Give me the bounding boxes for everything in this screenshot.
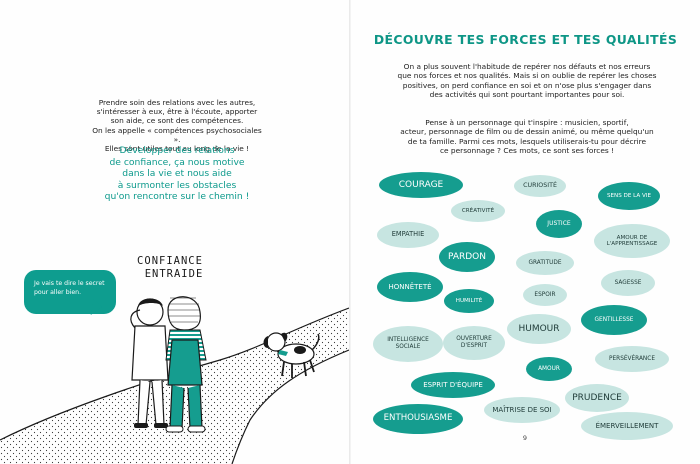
paragraph-2: Pense à un personnage qui t'inspire : mu… — [377, 118, 677, 156]
quality-humour: HUMOUR — [507, 314, 571, 344]
illustration-title: CONFIANCE ENTRAIDE — [120, 255, 220, 281]
paragraph-line: positives, on perd confiance en soi et o… — [402, 80, 652, 90]
paragraph-line: On a plus souvent l'habitude de repérer … — [403, 62, 651, 71]
children-and-dog-illustration — [0, 296, 349, 464]
intro-line: s'intéresser à eux, être à l'écoute, app… — [96, 107, 258, 117]
girl-figure — [165, 296, 207, 433]
quality-sens-de-la-vie: SENS DE LA VIE — [598, 182, 660, 210]
quality-enthousiasme: ENTHOUSIASME — [373, 404, 463, 434]
paragraph-line: de ta famille. Parmi ces mots, lesquels … — [407, 136, 647, 146]
quality-espoir: ESPOIR — [523, 284, 567, 306]
intro-line: Elles sont utiles tout au long de la vie… — [104, 144, 250, 154]
quality-amour: AMOUR — [526, 357, 572, 381]
highlight-text: Développer des relations de confiance, ç… — [82, 145, 272, 203]
paragraph-1: On a plus souvent l'habitude de repérer … — [377, 62, 677, 100]
quality-sagesse: SAGESSE — [601, 270, 655, 296]
page-number: 9 — [522, 434, 528, 442]
paragraph-line: que nos forces et nos qualités. Mais si … — [397, 71, 657, 81]
quality-curiosite: CURIOSITÉ — [514, 175, 566, 197]
quality-gratitude: GRATITUDE — [516, 251, 574, 275]
right-page: DÉCOUVRE TES FORCES ET TES QUALITÉS On a… — [351, 0, 700, 464]
quality-humilite: HUMILITÉ — [444, 289, 494, 313]
quality-creativite: CRÉATIVITÉ — [451, 200, 505, 222]
quality-justice: JUSTICE — [536, 210, 582, 238]
quality-perseverance: PERSÉVÉRANCE — [595, 346, 669, 372]
quality-emerveillement: ÉMERVEILLEMENT — [581, 412, 673, 440]
illustration-title-entraide: ENTRAIDE — [144, 268, 204, 280]
quality-pardon: PARDON — [439, 242, 495, 272]
boy-figure — [130, 298, 169, 428]
quality-empathie: EMPATHIE — [377, 222, 439, 248]
intro-line: son aide, ce sont des compétences. — [110, 116, 244, 126]
highlight-line: de confiance, ça nous motive — [109, 156, 245, 168]
dog-figure — [263, 332, 320, 378]
paragraph-line: ce personnage ? Ces mots, ce sont ses fo… — [439, 146, 615, 156]
quality-gentillesse: GENTILLESSE — [581, 305, 647, 335]
left-page: Prendre soin des relations avec les autr… — [0, 0, 349, 464]
speech-bubble-line: pour aller bien. — [34, 289, 82, 296]
speech-bubble-line: Je vais te dire le secret — [34, 280, 105, 287]
quality-maitrise-de-soi: MAÎTRISE DE SOI — [484, 397, 560, 423]
highlight-line: dans la vie et nous aide — [122, 168, 232, 180]
quality-prudence: PRUDENCE — [565, 384, 629, 412]
paragraph-line: des activités qui sont pourtant importan… — [429, 90, 625, 100]
intro-line: Prendre soin des relations avec les autr… — [98, 98, 256, 107]
book-gutter — [349, 0, 351, 464]
page-title: DÉCOUVRE TES FORCES ET TES QUALITÉS — [373, 32, 678, 47]
quality-esprit-equipe: ESPRIT D'ÉQUIPE — [411, 372, 495, 398]
quality-honnetete: HONNÊTETÉ — [377, 272, 443, 302]
highlight-line: Développer des relations — [119, 145, 235, 156]
intro-text: Prendre soin des relations avec les autr… — [88, 98, 266, 153]
paragraph-line: Pense à un personnage qui t'inspire : mu… — [425, 118, 629, 127]
paragraph-line: acteur, personnage de film ou de dessin … — [400, 127, 654, 137]
intro-line: On les appelle « compétences psychosocia… — [92, 125, 262, 144]
illustration-title-confiance: CONFIANCE — [137, 255, 203, 267]
highlight-line: qu'on rencontre sur le chemin ! — [104, 191, 250, 203]
speech-bubble: Je vais te dire le secret pour aller bie… — [24, 270, 116, 314]
highlight-line: à surmonter les obstacles — [117, 179, 237, 191]
quality-courage: COURAGE — [379, 172, 463, 198]
